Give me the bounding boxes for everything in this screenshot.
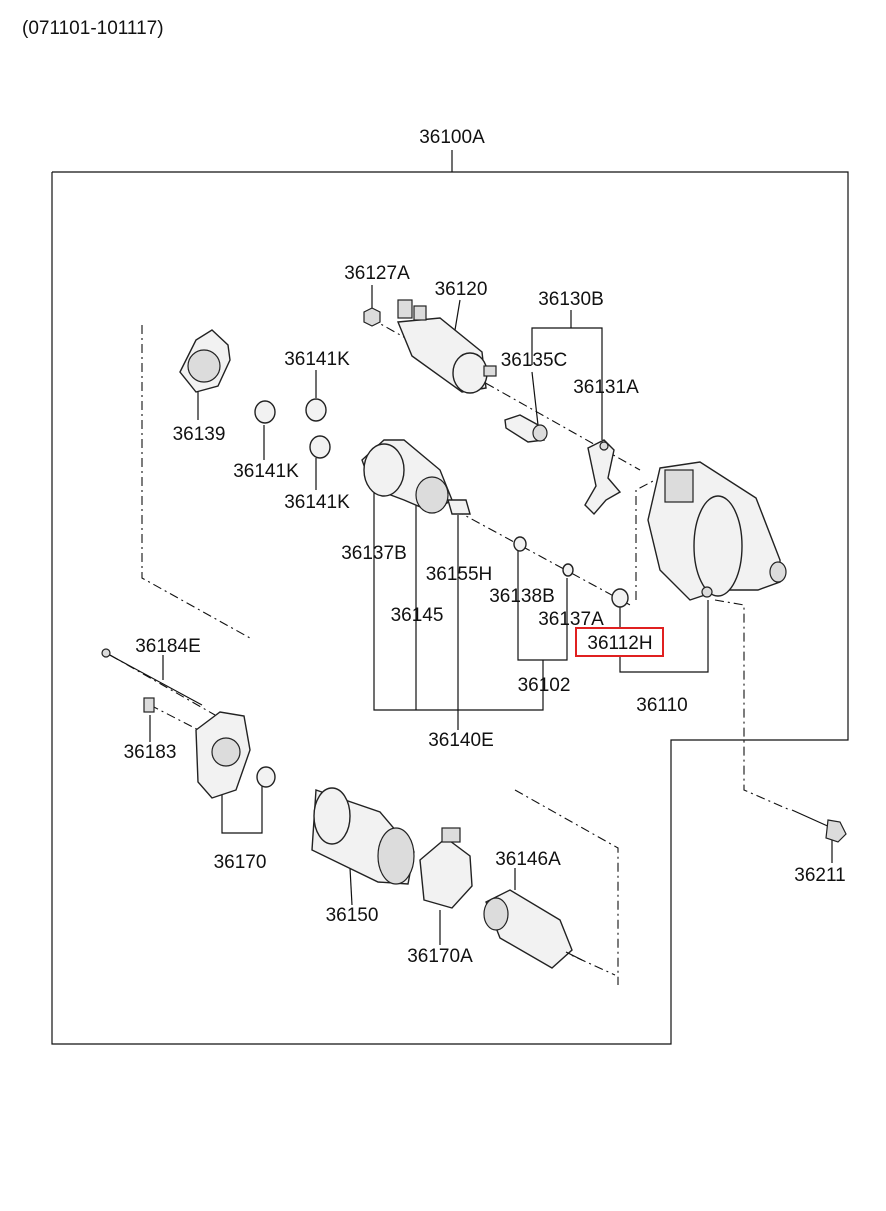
callout-36110[interactable]: 36110 xyxy=(636,695,687,716)
part-armature-36146A xyxy=(483,889,583,969)
callout-36170A[interactable]: 36170A xyxy=(407,946,473,967)
callout-36112H[interactable]: 36112H xyxy=(587,633,652,654)
callout-36139[interactable]: 36139 xyxy=(173,424,226,445)
callout-36127A[interactable]: 36127A xyxy=(344,263,410,284)
callout-36141K-left[interactable]: 36141K xyxy=(233,461,299,482)
callout-36135C[interactable]: 36135C xyxy=(501,350,568,371)
part-solenoid-36120 xyxy=(396,299,497,394)
part-end-frame-36170 xyxy=(195,711,276,799)
part-yoke-36150 xyxy=(311,787,415,885)
callout-36150[interactable]: 36150 xyxy=(326,905,379,926)
leader-lines xyxy=(149,285,833,945)
callout-36170[interactable]: 36170 xyxy=(214,852,267,873)
part-screw-36183 xyxy=(143,697,155,713)
callout-36137B[interactable]: 36137B xyxy=(341,543,407,564)
callout-36120[interactable]: 36120 xyxy=(435,279,488,300)
part-lever-36131A xyxy=(584,439,622,516)
part-housing-36110 xyxy=(647,461,787,601)
highlight-box-36112H xyxy=(575,627,664,657)
callout-36211[interactable]: 36211 xyxy=(794,865,845,886)
part-bolt-36211 xyxy=(791,809,847,843)
part-nut-36127A xyxy=(363,307,381,327)
part-brush-holder-36170A xyxy=(419,827,473,909)
callout-36131A[interactable]: 36131A xyxy=(573,377,639,398)
callout-36183[interactable]: 36183 xyxy=(124,742,177,763)
part-cover-36139 xyxy=(179,329,231,393)
callout-36145[interactable]: 36145 xyxy=(391,605,444,626)
part-shaft-36155H xyxy=(447,499,471,515)
callout-36138B[interactable]: 36138B xyxy=(489,586,555,607)
part-bushing-36112H xyxy=(611,588,629,608)
callout-labels: 36100A 36127A 36120 36130B 36141K 36135C… xyxy=(124,127,846,967)
part-gears-36141K xyxy=(254,398,331,459)
part-rings-36138B-36137A xyxy=(513,536,574,577)
callout-36155H[interactable]: 36155H xyxy=(426,564,493,585)
callout-36130B[interactable]: 36130B xyxy=(538,289,604,310)
date-range-code: (071101-101117) xyxy=(22,18,164,39)
part-bolt-36184E xyxy=(101,648,203,706)
callout-36146A[interactable]: 36146A xyxy=(495,849,561,870)
assembly-label-36100A[interactable]: 36100A xyxy=(419,127,485,148)
callout-36141K-top[interactable]: 36141K xyxy=(284,349,350,370)
part-plunger-36135C xyxy=(504,414,548,443)
callout-36140E[interactable]: 36140E xyxy=(428,730,494,751)
part-clutch-36145 xyxy=(361,439,453,514)
callout-36102[interactable]: 36102 xyxy=(518,675,571,696)
assembly-boundary xyxy=(51,150,849,1045)
callout-36137A[interactable]: 36137A xyxy=(538,609,604,630)
callout-36141K-right[interactable]: 36141K xyxy=(284,492,350,513)
callout-36184E[interactable]: 36184E xyxy=(135,636,201,657)
